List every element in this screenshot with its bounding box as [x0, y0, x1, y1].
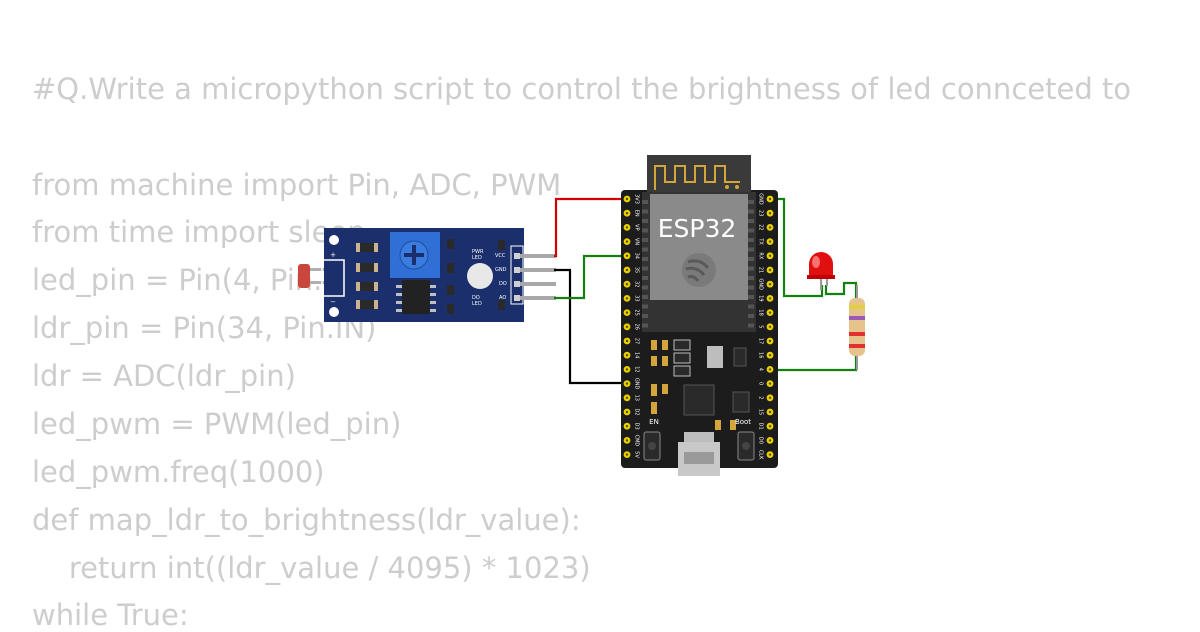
- left-pin-label: VP: [634, 224, 640, 230]
- right-pin-label: 21: [758, 267, 764, 273]
- gnd-led-wire[interactable]: [770, 197, 824, 298]
- right-pin-label: D1: [758, 423, 764, 430]
- left-pin-label: 12: [634, 366, 640, 372]
- minus-label: −: [330, 298, 336, 306]
- left-pin-label: 13: [634, 395, 640, 401]
- right-pin-label: 5: [758, 325, 764, 328]
- do-pin-label: DO: [499, 281, 507, 287]
- plus-label: +: [330, 251, 336, 259]
- usb-uart-chip: [683, 384, 715, 416]
- right-pin-label: 2: [758, 396, 764, 399]
- code-line: led_pwm = PWM(led_pin): [32, 407, 402, 441]
- resistor[interactable]: [849, 285, 865, 370]
- left-pin-label: 34: [634, 253, 640, 259]
- gnd-pin-label: GND: [495, 267, 507, 273]
- photoresistor: [298, 264, 310, 288]
- left-pin-label: 32: [634, 281, 640, 287]
- pwr-led: [467, 263, 493, 289]
- right-pin-label: 18: [758, 309, 764, 315]
- left-pin-label: CMD: [634, 435, 640, 447]
- esp32-title: ESP32: [658, 214, 737, 243]
- right-pin-label: 23: [758, 210, 764, 216]
- left-pin-label: 3V3: [634, 194, 640, 204]
- code-line: from machine import Pin, ADC, PWM: [32, 168, 562, 202]
- vcc-pin-label: VCC: [495, 253, 506, 259]
- code-line: led_pin = Pin(4, Pin.OUT): [32, 263, 396, 297]
- wires: [554, 197, 858, 385]
- right-pin-label: 19: [758, 295, 764, 301]
- right-pin-label: 0: [758, 382, 764, 385]
- right-pin-label: TX: [758, 237, 764, 245]
- vcc-wire[interactable]: [554, 197, 627, 258]
- module-pads: [642, 200, 754, 328]
- ao-pin-label: AO: [499, 295, 506, 301]
- code-line: while True:: [32, 598, 189, 632]
- resistor-body: [849, 298, 865, 356]
- en-label: EN: [649, 418, 659, 426]
- boot-label: Boot: [735, 418, 751, 426]
- left-pin-label: 33: [634, 295, 640, 301]
- right-pin-label: D0: [758, 437, 764, 444]
- right-pin-label: 22: [758, 224, 764, 230]
- right-pin-label: 17: [758, 338, 764, 344]
- ao-wire[interactable]: [554, 254, 627, 300]
- left-pin-label: 26: [634, 324, 640, 330]
- comparator-ic: [402, 280, 430, 314]
- esp32-board[interactable]: ESP32 3V3ENVPVN343532332526271412GND13D2…: [621, 155, 778, 476]
- ldr-module[interactable]: + − PWR LED DO LED VCC GND DO: [298, 228, 556, 322]
- code-line: led_pwm.freq(1000): [32, 455, 325, 489]
- left-pin-label: 35: [634, 267, 640, 273]
- left-pin-label: 14: [634, 352, 640, 358]
- pwr-led-label: PWR: [472, 249, 484, 255]
- left-pin-label: EN: [634, 210, 640, 217]
- right-pin-label: GND: [758, 278, 764, 290]
- left-pin-label: D3: [634, 423, 640, 430]
- right-pin-label: 4: [758, 368, 764, 371]
- pwr-led-label-2: LED: [472, 255, 482, 261]
- right-pin-label: RX: [758, 252, 764, 259]
- left-pin-label: D2: [634, 408, 640, 415]
- left-pin-label: GND: [634, 378, 640, 390]
- right-pin-label: GND: [758, 193, 764, 205]
- left-pin-label: VN: [634, 238, 640, 245]
- do-led-label-2: LED: [472, 301, 482, 307]
- left-pin-label: 25: [634, 309, 640, 315]
- right-pin-label: 15: [758, 409, 764, 415]
- red-led[interactable]: [807, 252, 835, 290]
- left-pin-label: 27: [634, 338, 640, 344]
- code-line: ldr_pin = Pin(34, Pin.IN): [32, 311, 377, 345]
- gnd-wire[interactable]: [554, 268, 627, 385]
- code-line: return int((ldr_value / 4095) * 1023): [32, 551, 591, 585]
- code-line: ldr = ADC(ldr_pin): [32, 359, 296, 393]
- do-led-label: DO: [472, 295, 480, 301]
- antenna: [647, 155, 751, 195]
- code-line: def map_ldr_to_brightness(ldr_value):: [32, 503, 581, 537]
- right-pin-label: CLK: [758, 450, 764, 460]
- right-pin-label: 16: [758, 352, 764, 358]
- left-pin-label: 5V: [634, 451, 640, 458]
- regulator: [707, 346, 723, 368]
- code-line: #Q.Write a micropython script to control…: [32, 72, 1132, 106]
